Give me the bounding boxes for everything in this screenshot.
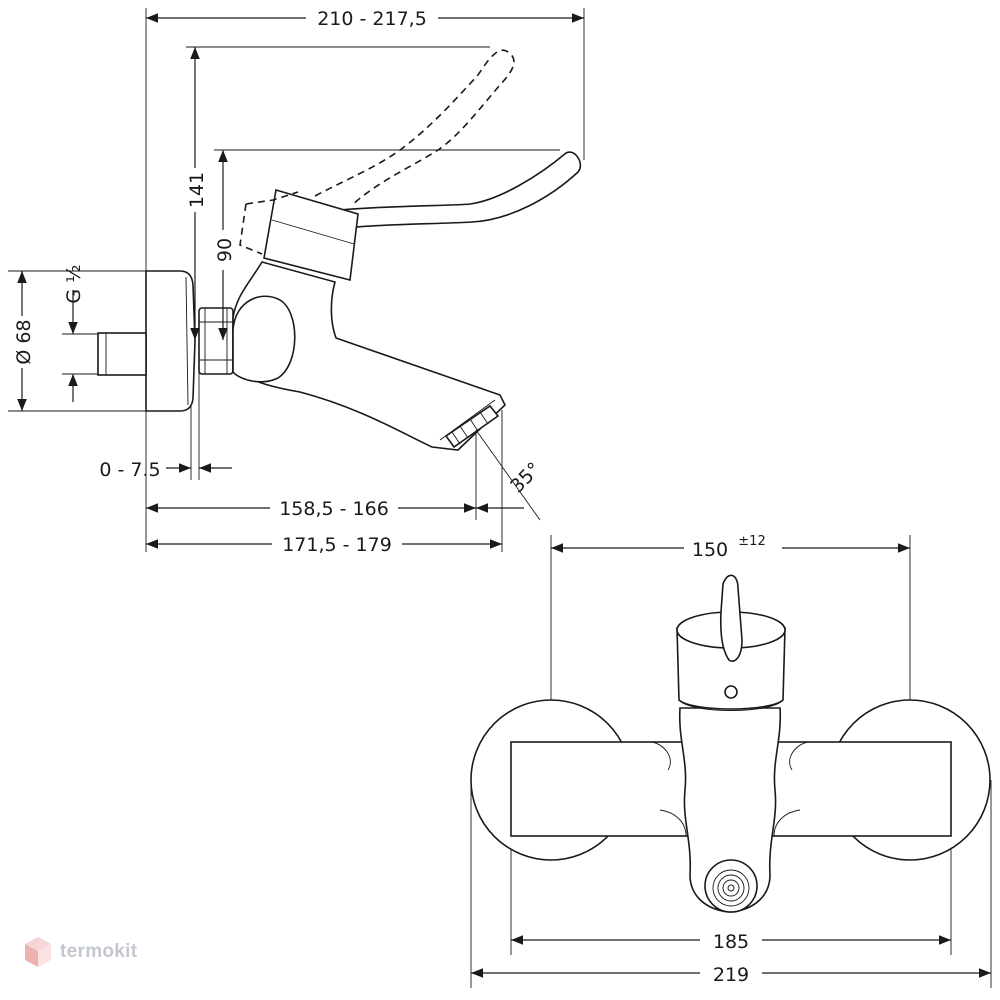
mixer-body — [232, 261, 506, 451]
dim-wall-gap: 0 - 7.5 — [99, 459, 160, 481]
dim-center-distance: 150 — [692, 539, 728, 561]
indicator-dot — [724, 685, 738, 699]
dim-spout-reach-total: 171,5 - 179 — [282, 534, 392, 556]
lever-front — [719, 574, 743, 662]
side-view: 210 - 217,5 141 90 Ø 68 G ½ 0 - 7.5 158,… — [8, 8, 585, 556]
dim-spout-angle: 35° — [506, 458, 545, 497]
dim-height-raised: 141 — [186, 172, 208, 208]
brand-watermark: termokit — [24, 936, 137, 968]
aerator-front — [704, 859, 758, 913]
dim-height-lever: 90 — [214, 238, 236, 262]
dim-overall-depth: 210 - 217,5 — [317, 8, 427, 30]
dim-rosette-diameter: Ø 68 — [13, 319, 35, 364]
cube-logo-icon — [25, 937, 51, 967]
dim-thread: G ½ — [63, 264, 85, 303]
front-view: 150 ±12 185 219 — [470, 534, 992, 988]
handle-lever — [263, 151, 582, 282]
union-nut — [198, 307, 234, 375]
aerator — [444, 404, 500, 449]
brand-name: termokit — [60, 941, 138, 962]
dim-spout-reach: 158,5 - 166 — [279, 498, 389, 520]
dim-total-width: 219 — [713, 964, 749, 986]
handle-lever-raised — [239, 49, 515, 255]
dim-center-tolerance: ±12 — [738, 534, 765, 549]
wall-rosette — [145, 270, 196, 412]
cartridge-cap — [676, 611, 786, 711]
wall-pipe — [97, 332, 147, 376]
dim-body-width: 185 — [713, 931, 749, 953]
